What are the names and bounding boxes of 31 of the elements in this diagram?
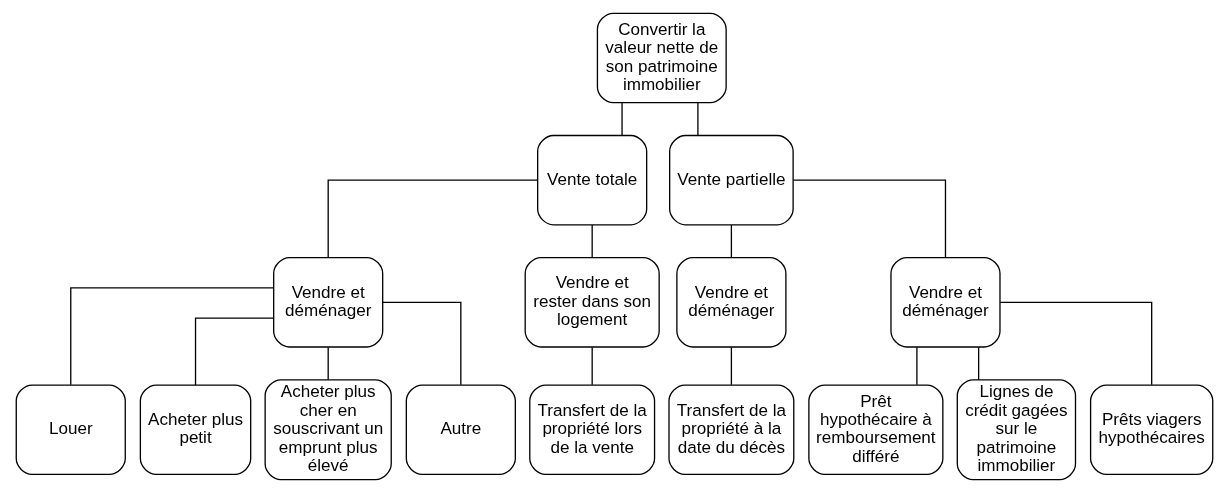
connector <box>730 346 732 386</box>
connector <box>591 224 593 259</box>
node-box: Prêts viagers hypothécaires <box>1089 384 1213 476</box>
node-box: Vente totale <box>536 134 647 226</box>
node-box: Acheter plus cher en souscrivant un emprunt plus élevé <box>264 379 392 481</box>
connector <box>591 346 593 386</box>
node-box: Transfert de la propriété à la date du décès <box>667 384 794 476</box>
node-box: Vente partielle <box>668 134 794 226</box>
connector <box>69 287 274 386</box>
node-box: Acheter plus petit <box>139 384 251 476</box>
connector <box>999 301 1152 386</box>
node-box: Autre <box>405 384 516 476</box>
connector <box>915 346 918 386</box>
node-box: Convertir la valeur nette de son patrimoine immobilier <box>596 12 727 104</box>
connector <box>381 301 461 386</box>
node-box: Transfert de la propriété lors de la vente <box>528 384 655 476</box>
node-box: Vendre et déménager <box>272 257 383 348</box>
connector <box>730 224 732 259</box>
connector <box>620 102 623 137</box>
node-box: Vendre et déménager <box>889 257 1001 348</box>
node-box: Lignes de crédit gagées sur le patrimoine immobilier <box>956 379 1076 481</box>
node-box: Vendre et déménager <box>675 257 787 348</box>
node-box: Prêt hypothécaire à remboursement différé <box>807 384 943 476</box>
connector <box>327 346 329 381</box>
connector <box>696 102 699 137</box>
node-box: Vendre et rester dans son logement <box>524 257 660 348</box>
connector <box>792 179 946 259</box>
node-box: Louer <box>15 384 126 476</box>
connector <box>327 179 538 259</box>
connector <box>977 346 979 381</box>
connector <box>194 317 274 386</box>
